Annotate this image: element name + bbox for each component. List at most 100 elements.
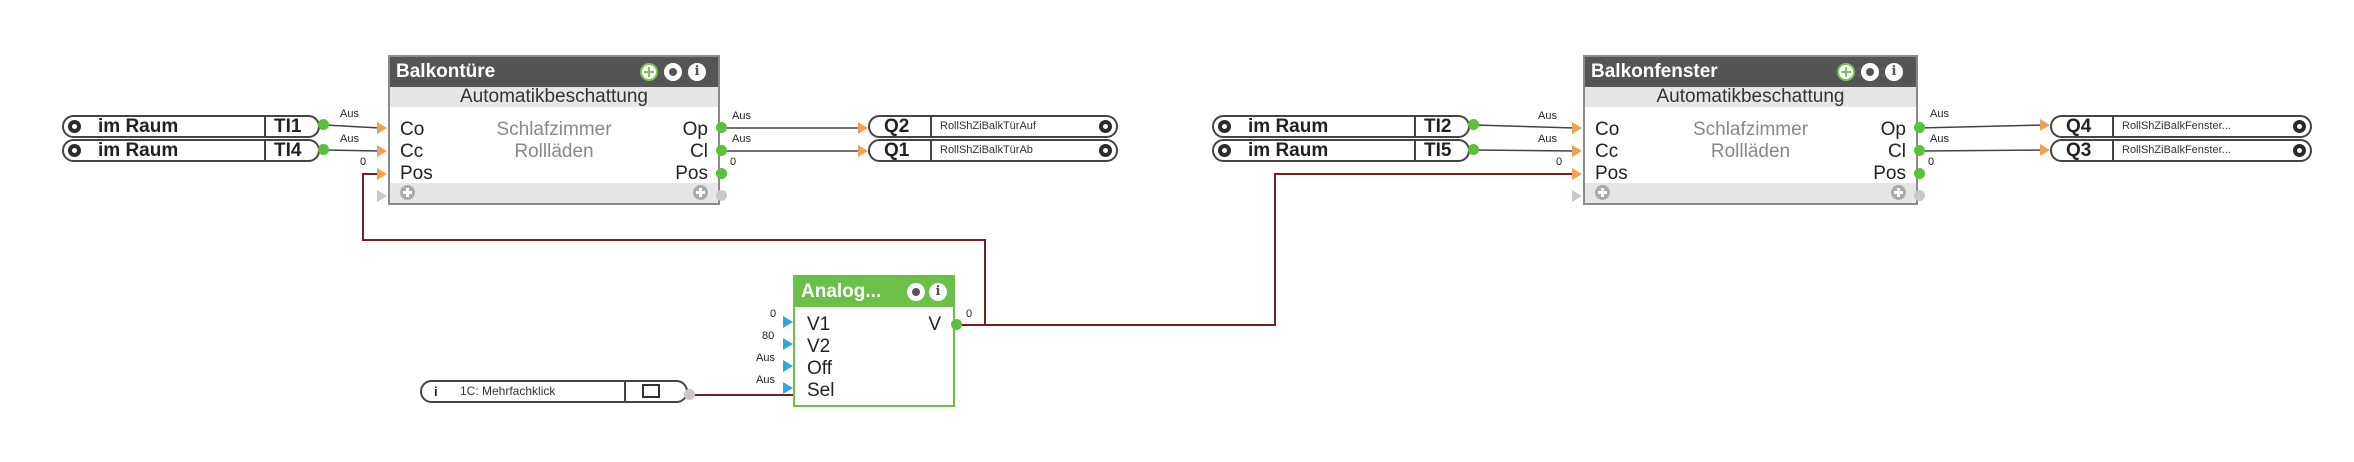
info-icon[interactable]: i xyxy=(688,63,706,81)
info-icon: i xyxy=(434,384,438,399)
input-port-cc: Cc xyxy=(400,141,424,162)
gear-icon[interactable] xyxy=(1099,120,1112,133)
block-room: Schlafzimmer xyxy=(496,119,612,140)
block-kind: Rollläden xyxy=(1710,141,1791,162)
input-connector-co[interactable] xyxy=(1572,122,1582,134)
input-label: im Raum xyxy=(98,116,179,137)
output-name: RollShZiBalkFenster... xyxy=(2122,144,2231,156)
separator xyxy=(264,117,266,136)
output-address: Q3 xyxy=(2066,140,2092,161)
wire-value-label: 0 xyxy=(966,308,973,320)
input-ti1[interactable]: im Raum TI1 xyxy=(62,115,320,138)
input-label: im Raum xyxy=(1248,116,1329,137)
function-block-analog[interactable]: Analog... i V1 V2 Off Sel V xyxy=(793,275,955,407)
input-connector-v1[interactable] xyxy=(783,316,793,328)
input-ti5[interactable]: im Raum TI5 xyxy=(1212,139,1470,162)
output-q2[interactable]: Q2 RollShZiBalkTürAuf xyxy=(868,115,1118,138)
output-port-v: V xyxy=(928,314,941,335)
wire-cl-q3 xyxy=(1917,149,2045,152)
input-port-co: Co xyxy=(400,119,425,140)
gear-icon[interactable] xyxy=(1218,120,1231,133)
output-connector-cl[interactable] xyxy=(1914,145,1925,156)
wire-value-label: Aus xyxy=(1930,108,1949,120)
output-q1[interactable]: Q1 RollShZiBalkTürAb xyxy=(868,139,1118,162)
gear-icon[interactable] xyxy=(68,120,81,133)
output-connector-pos[interactable] xyxy=(1914,168,1925,179)
add-output-icon[interactable] xyxy=(1891,185,1906,200)
output-q4[interactable]: Q4 RollShZiBalkFenster... xyxy=(2050,115,2312,138)
gear-icon[interactable] xyxy=(2293,144,2306,157)
trigger-input[interactable]: i 1C: Mehrfachklick xyxy=(420,380,688,403)
block-footer xyxy=(1585,183,1916,203)
output-connector-dot[interactable] xyxy=(684,389,695,400)
wire-value-label: 80 xyxy=(762,330,775,342)
separator xyxy=(264,141,266,160)
wire-value-label: Aus xyxy=(732,133,751,145)
output-name: RollShZiBalkTürAb xyxy=(940,144,1033,156)
input-connector-v2[interactable] xyxy=(783,338,793,350)
input-connector-pos[interactable] xyxy=(1572,168,1582,180)
input-connector-cc[interactable] xyxy=(1572,145,1582,157)
block-title: Balkontüre xyxy=(390,57,718,87)
output-connector-op[interactable] xyxy=(716,122,727,133)
output-address: Q4 xyxy=(2066,116,2092,137)
info-icon[interactable]: i xyxy=(1885,63,1903,81)
block-subtitle: Automatikbeschattung xyxy=(390,87,718,107)
trigger-label: 1C: Mehrfachklick xyxy=(460,384,556,398)
wire-value-label: 0 xyxy=(730,156,737,168)
add-icon[interactable] xyxy=(640,63,658,81)
function-block-balkontuere[interactable]: Balkontüre i Automatikbeschattung Schlaf… xyxy=(388,55,720,205)
input-connector[interactable] xyxy=(858,145,868,157)
gear-icon[interactable] xyxy=(2293,120,2306,133)
input-connector[interactable] xyxy=(858,122,868,134)
output-port-op: Op xyxy=(1880,119,1906,140)
add-icon[interactable] xyxy=(1837,63,1855,81)
output-connector-empty[interactable] xyxy=(716,190,727,201)
gear-icon[interactable] xyxy=(1099,144,1112,157)
output-connector-empty[interactable] xyxy=(1914,190,1925,201)
output-connector-dot[interactable] xyxy=(1468,144,1479,155)
input-port-v1: V1 xyxy=(807,314,831,335)
wire-value-label: Aus xyxy=(340,108,359,120)
input-ti2[interactable]: im Raum TI2 xyxy=(1212,115,1470,138)
output-connector-op[interactable] xyxy=(1914,122,1925,133)
separator xyxy=(1414,117,1416,136)
input-ti4[interactable]: im Raum TI4 xyxy=(62,139,320,162)
add-input-icon[interactable] xyxy=(1595,185,1610,200)
gear-icon[interactable] xyxy=(907,283,925,301)
input-connector[interactable] xyxy=(2040,144,2050,156)
separator xyxy=(930,117,932,136)
input-port-cc: Cc xyxy=(1595,141,1619,162)
gear-icon[interactable] xyxy=(1218,144,1231,157)
gear-icon[interactable] xyxy=(1861,63,1879,81)
input-connector-sel[interactable] xyxy=(783,382,793,394)
output-connector-pos[interactable] xyxy=(716,168,727,179)
add-output-icon[interactable] xyxy=(693,185,708,200)
input-connector-pos[interactable] xyxy=(377,168,387,180)
export-icon[interactable] xyxy=(642,384,660,398)
wire-ti5-cc xyxy=(1473,149,1576,152)
output-connector-dot[interactable] xyxy=(1468,119,1479,130)
input-label: im Raum xyxy=(98,140,179,161)
gear-icon[interactable] xyxy=(68,144,81,157)
input-connector-cc[interactable] xyxy=(377,145,387,157)
output-port-op: Op xyxy=(682,119,708,140)
add-input-icon[interactable] xyxy=(400,185,415,200)
input-connector-co[interactable] xyxy=(377,122,387,134)
input-connector-empty[interactable] xyxy=(1572,190,1582,202)
input-connector-empty[interactable] xyxy=(377,190,387,202)
output-q3[interactable]: Q3 RollShZiBalkFenster... xyxy=(2050,139,2312,162)
input-connector-off[interactable] xyxy=(783,360,793,372)
output-connector-dot[interactable] xyxy=(318,119,329,130)
gear-icon[interactable] xyxy=(664,63,682,81)
function-block-balkonfenster[interactable]: Balkonfenster i Automatikbeschattung Sch… xyxy=(1583,55,1918,205)
wire-value-label: Aus xyxy=(1538,133,1557,145)
input-connector[interactable] xyxy=(2040,119,2050,131)
output-connector-v[interactable] xyxy=(951,319,962,330)
output-connector-cl[interactable] xyxy=(716,145,727,156)
input-port-sel: Sel xyxy=(807,380,835,401)
output-connector-dot[interactable] xyxy=(318,144,329,155)
wire-value-label: 0 xyxy=(770,308,777,320)
info-icon[interactable]: i xyxy=(929,283,947,301)
